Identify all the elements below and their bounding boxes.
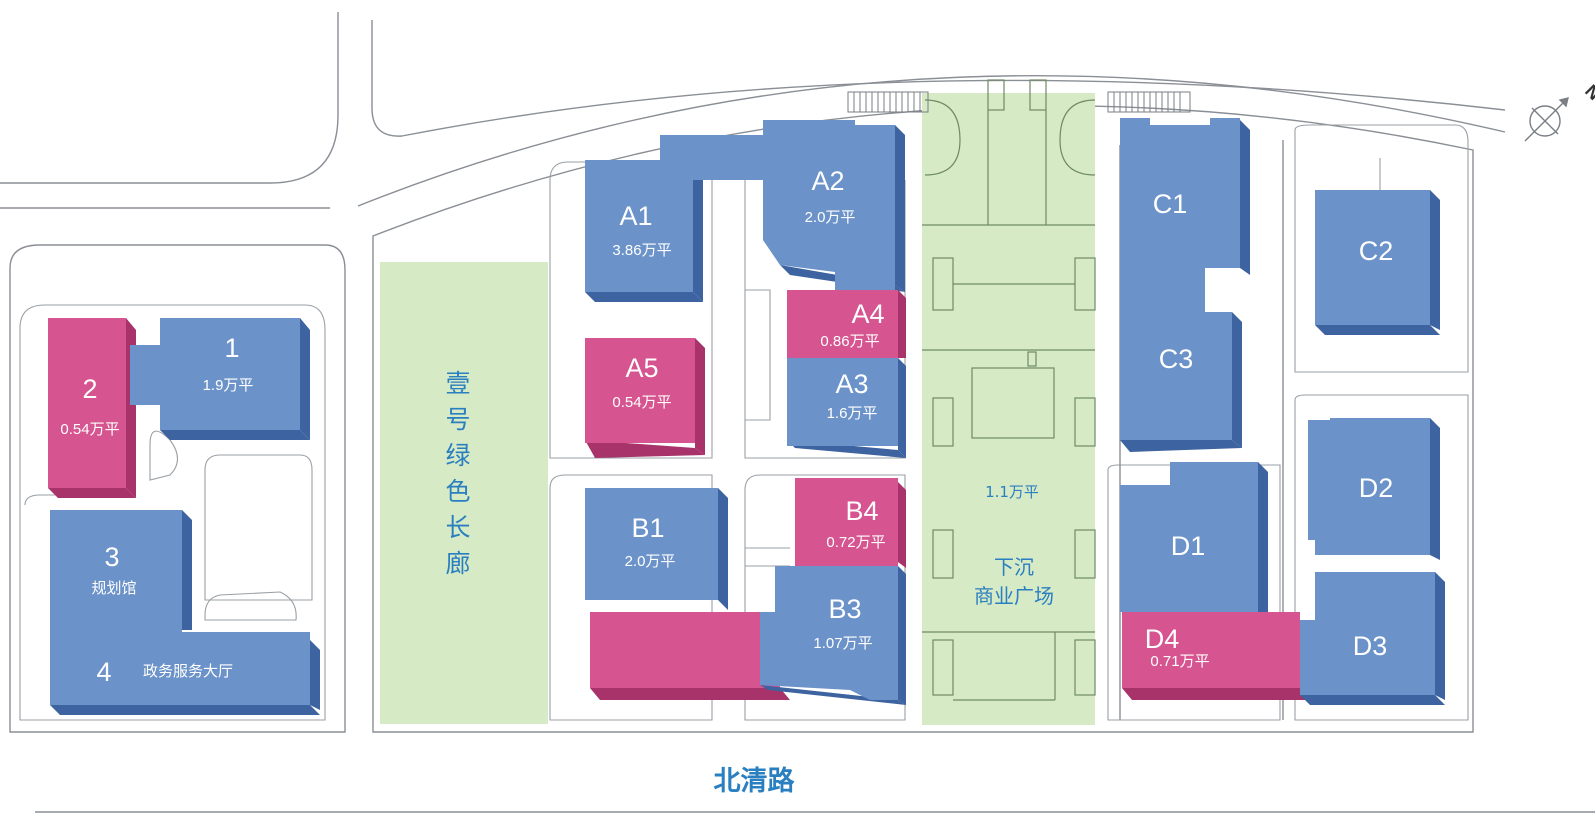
corridor-char-2: 号 (445, 405, 470, 434)
building-C1-name: C1 (1153, 189, 1188, 219)
building-B3[interactable]: B3 1.07万平 (760, 566, 906, 705)
building-B4-name: B4 (845, 496, 878, 526)
plaza-outlines (922, 79, 1096, 701)
plaza-area: 1.1万平 (985, 483, 1039, 501)
building-A3-name: A3 (835, 369, 868, 399)
corridor-char-3: 绿 (445, 441, 470, 470)
building-A5[interactable]: A5 0.54万平 (585, 338, 705, 458)
corridor-char-1: 壹 (445, 369, 470, 398)
building-A3[interactable]: A3 1.6万平 (787, 358, 906, 458)
green-corridor-area (380, 262, 548, 724)
building-1[interactable]: 1 1.9万平 (130, 318, 310, 440)
building-D3-name: D3 (1353, 631, 1388, 661)
plaza-label-line2: 商业广场 (974, 584, 1054, 608)
building-A4-area: 0.86万平 (820, 333, 879, 350)
building-A4[interactable]: A4 0.86万平 (787, 290, 906, 358)
sunken-plaza-area (922, 93, 1095, 725)
building-B1-name: B1 (631, 513, 664, 543)
building-A3-area: 1.6万平 (827, 405, 878, 422)
building-1-name: 1 (224, 333, 239, 363)
corridor-char-5: 长 (445, 513, 470, 542)
building-B1-area: 2.0万平 (625, 553, 676, 570)
building-4-desc: 政务服务大厅 (143, 663, 233, 680)
building-2[interactable]: 2 0.54万平 (48, 318, 136, 498)
building-A1[interactable]: A1 3.86万平 (585, 135, 763, 302)
building-C3-name: C3 (1159, 344, 1194, 374)
building-A1-area: 3.86万平 (612, 242, 671, 259)
building-D1-name: D1 (1171, 531, 1206, 561)
building-A5-area: 0.54万平 (612, 394, 671, 411)
building-3-4[interactable]: 3 规划馆 4 政务服务大厅 (50, 510, 320, 715)
building-B4[interactable]: B4 0.72万平 (795, 478, 906, 568)
green-corridor-label: 壹 号 绿 色 长 廊 (445, 369, 470, 578)
corridor-char-4: 色 (445, 477, 470, 506)
building-B3-area: 1.07万平 (813, 635, 872, 652)
building-A1-name: A1 (619, 201, 652, 231)
building-D2-name: D2 (1359, 473, 1394, 503)
plaza-label: 1.1万平 下沉 商业广场 (974, 483, 1054, 608)
building-A4-name: A4 (851, 299, 884, 329)
building-C2-name: C2 (1359, 236, 1394, 266)
building-4-name: 4 (96, 657, 111, 687)
building-A2-area: 2.0万平 (805, 209, 856, 226)
building-D4-area: 0.71万平 (1150, 653, 1209, 670)
building-B1[interactable]: B1 2.0万平 (585, 488, 728, 610)
compass-icon: N (1524, 81, 1595, 142)
building-2-name: 2 (82, 374, 97, 404)
building-D4-name: D4 (1145, 624, 1180, 654)
building-D3[interactable]: D3 (1300, 572, 1445, 705)
building-A5-name: A5 (625, 353, 658, 383)
building-B-pink[interactable] (590, 612, 790, 700)
building-D2[interactable]: D2 (1308, 418, 1440, 560)
building-A2-name: A2 (811, 166, 844, 196)
building-3-desc: 规划馆 (91, 580, 136, 597)
building-D4[interactable]: D4 0.71万平 (1122, 612, 1310, 700)
building-C1-C3[interactable]: C1 C3 (1120, 118, 1250, 452)
building-A2[interactable]: A2 2.0万平 (763, 120, 905, 292)
building-D1[interactable]: D1 (1120, 462, 1268, 620)
corridor-char-6: 廊 (445, 549, 470, 578)
building-C2[interactable]: C2 (1315, 190, 1440, 335)
compass-north-label: N (1581, 81, 1595, 104)
building-3-name: 3 (104, 542, 119, 572)
plaza-label-line1: 下沉 (994, 555, 1034, 579)
building-1-area: 1.9万平 (203, 377, 254, 394)
parking-strips (847, 91, 1191, 113)
building-B3-name: B3 (828, 594, 861, 624)
green-areas (380, 93, 1095, 725)
building-B4-area: 0.72万平 (826, 534, 885, 551)
building-2-area: 0.54万平 (60, 421, 119, 438)
road-name-label: 北清路 (714, 765, 796, 797)
